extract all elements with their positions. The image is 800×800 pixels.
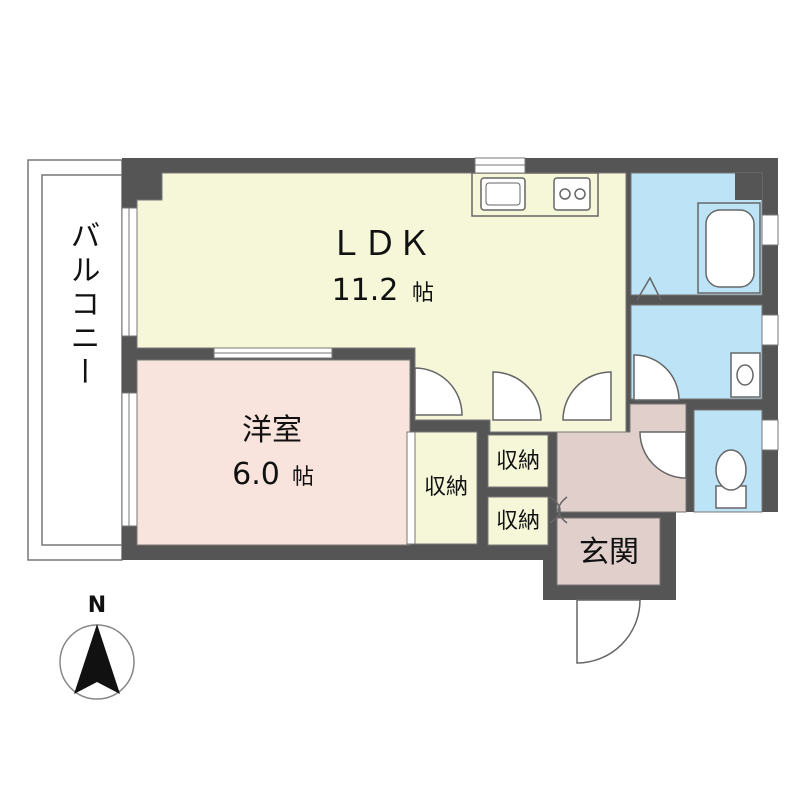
kitchen-counter [471, 172, 599, 217]
balcony-label: バルコニー [65, 220, 100, 390]
washer-marker-icon [636, 276, 662, 301]
storage-hall-lower-floor [487, 496, 549, 546]
ldk-name: ＬＤＫ [329, 224, 431, 264]
storage-western-floor [414, 431, 478, 545]
entrance-floor [556, 517, 661, 586]
storage-hall-upper-label: 収納 [496, 449, 540, 474]
stove-icon [553, 177, 591, 211]
western-room-floor [136, 359, 411, 546]
entrance-label: 玄関 [579, 535, 639, 570]
storage-hall-lower-label: 収納 [496, 509, 540, 534]
storage-hall-upper-floor [487, 434, 549, 488]
windows [121, 157, 779, 545]
north-arrow-icon [74, 624, 120, 694]
western-room-name: 洋室 [242, 413, 302, 448]
compass-north-label: N [88, 593, 106, 618]
western-room-area: 6.0 [232, 457, 280, 492]
hall-floor [556, 403, 687, 513]
bathtub-icon [697, 202, 761, 294]
western-room-unit: 帖 [292, 465, 314, 490]
storage-western-label: 収納 [424, 475, 468, 500]
sink-icon [480, 177, 526, 211]
balcony: バルコニー [27, 159, 123, 561]
toilet-icon [715, 449, 747, 509]
bath-step [735, 173, 762, 200]
compass: N [59, 593, 135, 700]
ldk-area: 11.2 [332, 273, 399, 308]
ldk-unit: 帖 [412, 281, 434, 306]
doors [414, 354, 687, 664]
wash-basin-icon [730, 352, 761, 398]
